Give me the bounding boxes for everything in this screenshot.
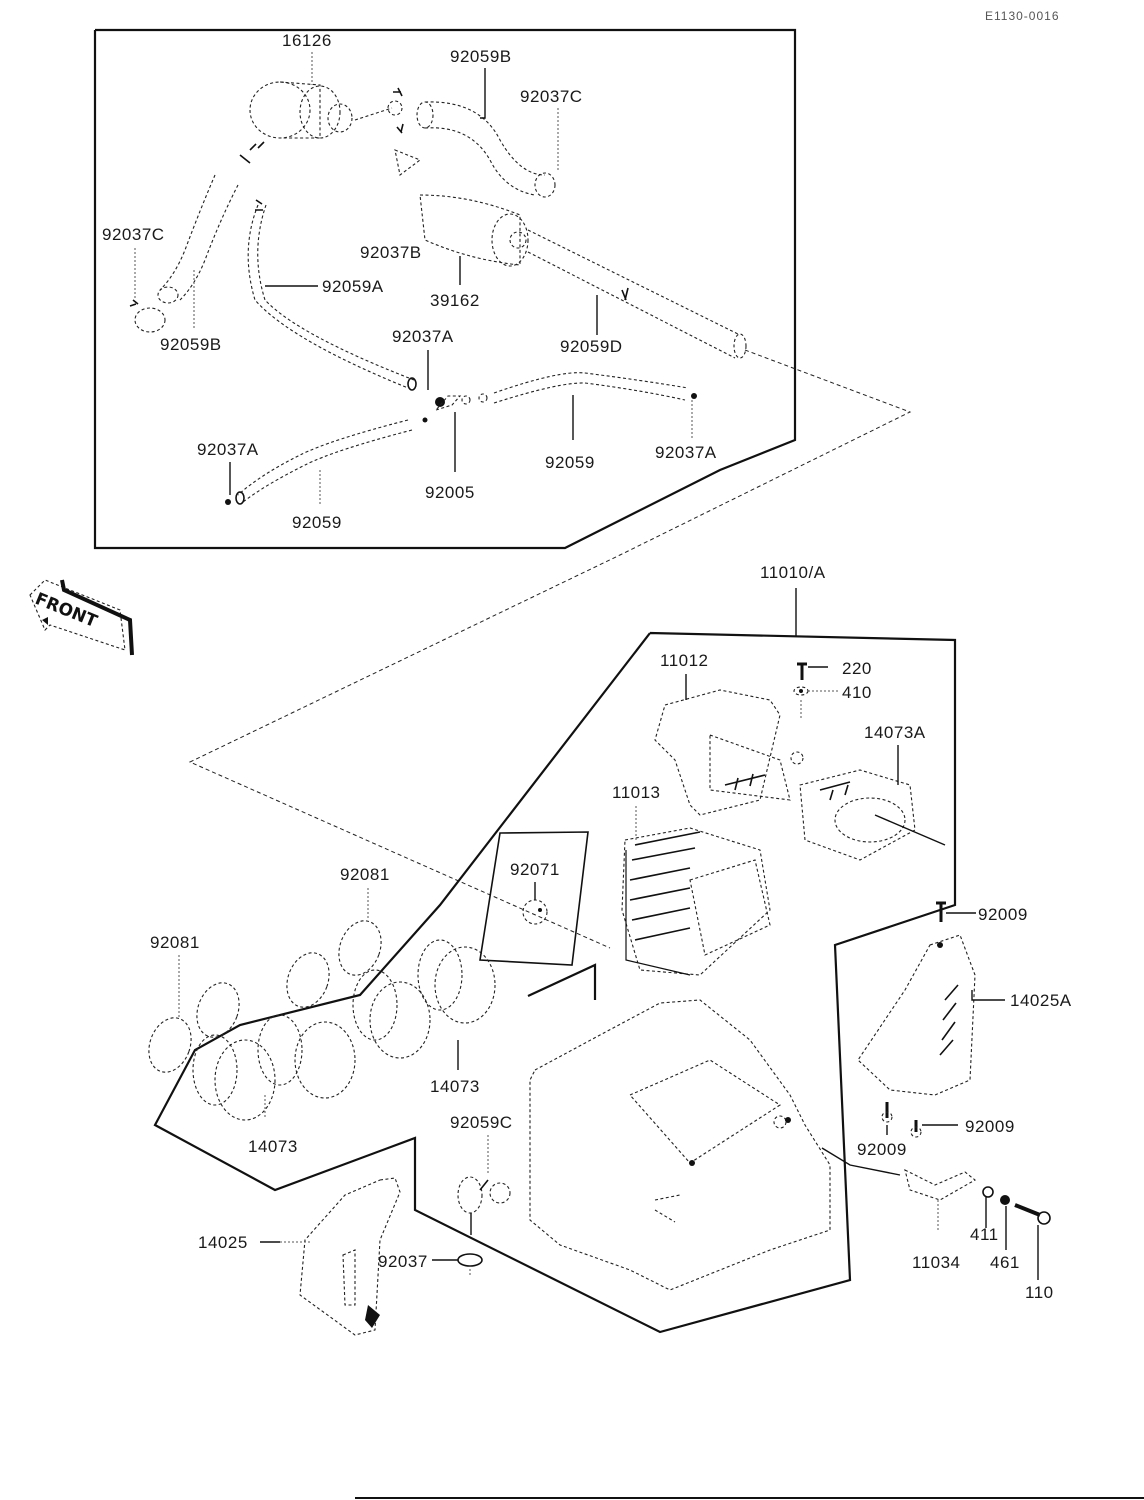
label-92059D: 92059D — [560, 337, 623, 356]
lower-inner-frame — [527, 963, 597, 1000]
assembly-link-line — [188, 349, 912, 949]
part-14073-holders — [192, 939, 496, 1121]
label-11010A: 11010/A — [760, 563, 826, 582]
label-92009-top: 92009 — [978, 905, 1028, 924]
part-14025-cover — [299, 1177, 401, 1336]
label-92059-right: 92059 — [545, 453, 595, 472]
label-14073-right: 14073 — [430, 1077, 480, 1096]
label-92037C-top: 92037C — [520, 87, 583, 106]
label-92059C: 92059C — [450, 1113, 513, 1132]
label-92059-left: 92059 — [292, 513, 342, 532]
label-92009-left: 92009 — [857, 1140, 907, 1159]
label-92059B-top: 92059B — [450, 47, 512, 66]
label-14073-left: 14073 — [248, 1137, 298, 1156]
label-14025: 14025 — [198, 1233, 248, 1252]
lower-group-frame — [153, 631, 957, 1334]
label-92037C-left: 92037C — [102, 225, 165, 244]
part-11013-filter-element — [621, 827, 771, 976]
part-92059C-elbow — [457, 1176, 511, 1235]
part-14025A-bracket — [857, 901, 976, 1096]
label-92037A-right: 92037A — [655, 443, 717, 462]
label-92009-right: 92009 — [965, 1117, 1015, 1136]
part-92009-screws — [881, 1102, 922, 1138]
lower-group: 11010/A 11012 220 410 14073A 11013 92071… — [148, 563, 1072, 1336]
part-11012-housing — [654, 689, 804, 816]
upper-group: 16126 92059B 92037C 92037C 92037B 92059A… — [93, 28, 797, 550]
label-220: 220 — [842, 659, 872, 678]
label-39162: 39162 — [430, 291, 480, 310]
label-92037: 92037 — [378, 1252, 428, 1271]
label-92059B-left: 92059B — [160, 335, 222, 354]
part-16126 — [239, 81, 353, 164]
part-92071-panel — [479, 831, 589, 966]
part-11034-bracket — [821, 1147, 1051, 1225]
upper-group-frame — [93, 28, 797, 550]
part-92037-clip — [457, 1253, 483, 1275]
label-11013: 11013 — [612, 783, 661, 802]
front-direction-marker: FRONT — [29, 579, 134, 656]
label-11012: 11012 — [660, 651, 709, 670]
part-39162-canister — [419, 194, 747, 359]
label-11034: 11034 — [912, 1253, 961, 1272]
label-461: 461 — [990, 1253, 1020, 1272]
part-hose-92059-right — [493, 372, 697, 404]
part-92081-rings — [148, 920, 382, 1073]
label-92081-upper: 92081 — [340, 865, 390, 884]
part-hose-92059B-right — [416, 101, 556, 198]
label-14073A: 14073A — [864, 723, 926, 742]
part-11010-airbox — [529, 999, 831, 1291]
label-92037A-mid: 92037A — [392, 327, 454, 346]
label-14025A: 14025A — [1010, 991, 1072, 1010]
label-92037A-left: 92037A — [197, 440, 259, 459]
label-92071: 92071 — [510, 860, 560, 879]
label-110: 110 — [1025, 1283, 1054, 1302]
label-411: 411 — [970, 1225, 999, 1244]
part-92005-valve — [434, 393, 488, 412]
front-label: FRONT — [32, 589, 100, 632]
reference-code: E1130-0016 — [985, 9, 1060, 23]
label-92081-lower: 92081 — [150, 933, 200, 952]
label-410: 410 — [842, 683, 872, 702]
part-hose-92059-left — [225, 417, 428, 505]
label-92037B: 92037B — [360, 243, 422, 262]
part-220-screw-410-washer — [793, 662, 809, 720]
label-92005: 92005 — [425, 483, 475, 502]
clamp-cluster — [354, 87, 422, 176]
label-16126: 16126 — [282, 31, 332, 50]
part-hose-92059A — [247, 199, 417, 391]
part-hose-92059B-left — [129, 174, 239, 333]
part-14073A-duct — [799, 769, 946, 861]
label-92059A: 92059A — [322, 277, 384, 296]
